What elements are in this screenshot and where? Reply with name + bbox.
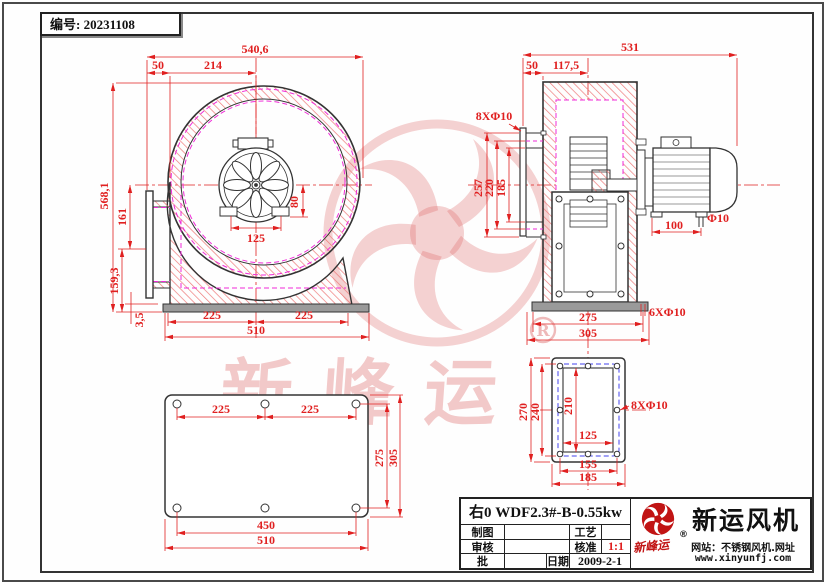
outlet-flange-plate <box>145 190 154 299</box>
registered-mark: ® <box>679 530 688 540</box>
dim-front-80: 80 <box>287 196 301 208</box>
approve2-label-cell: 批 <box>461 554 505 568</box>
dim-side-220: 220 <box>482 179 496 197</box>
dim-side-185: 185 <box>494 179 508 197</box>
dim-side-275: 275 <box>579 310 597 324</box>
dim-base-275: 275 <box>372 449 386 467</box>
website-line1: 网站：不锈钢风机.网址 <box>691 543 795 554</box>
dim-flange-185: 185 <box>579 470 597 484</box>
base-dim-lines <box>164 394 403 551</box>
model-designation: 右0 WDF2.3#-B-0.55kw <box>461 499 631 525</box>
dim-base-305: 305 <box>386 449 400 467</box>
dim-flange-125: 125 <box>579 428 597 442</box>
front-base-plate <box>162 303 370 313</box>
website-line2: www.xinyunfj.com <box>694 553 792 564</box>
drafted-value-cell <box>505 525 570 540</box>
dim-flange-240: 240 <box>528 403 542 421</box>
company-logo-area: ® 新峰运 新运风机 网站：不锈钢风机.网址 www.xinyunfj.com <box>631 499 810 568</box>
dim-front-base-thickness: 3,5 <box>132 313 146 328</box>
scale-value-cell: 1:1 <box>602 540 631 554</box>
dim-front-214: 214 <box>204 58 222 72</box>
process-value-cell <box>602 525 631 540</box>
flange-dim-lines <box>528 357 630 487</box>
date-value-cell: 2009-2-1 <box>570 554 631 568</box>
approved-label-cell: 核准 <box>570 540 602 554</box>
front-view: 540,6 50 214 568,1 161 159,3 3,5 80 125 … <box>97 42 370 341</box>
sheet-inner-border <box>40 12 814 573</box>
motor <box>635 136 738 227</box>
side-pedestal <box>551 191 629 303</box>
dim-front-159-3: 159,3 <box>107 268 121 295</box>
dim-side-257: 257 <box>471 179 485 197</box>
dim-motor-100: 100 <box>665 218 683 232</box>
checked-label-cell: 审核 <box>461 540 505 554</box>
dim-front-225-left: 225 <box>203 308 221 322</box>
fan-logo-icon <box>641 502 675 536</box>
dim-side-total-width: 531 <box>621 40 639 54</box>
side-view: 531 50 117,5 8XΦ10 257 220 185 100 Φ10 6… <box>471 40 738 345</box>
dim-front-total-height: 568,1 <box>97 183 111 210</box>
dim-base-510: 510 <box>257 533 275 547</box>
process-label-cell: 工艺 <box>570 525 602 540</box>
drafted-label-cell: 制图 <box>461 525 505 540</box>
title-block: 右0 WDF2.3#-B-0.55kw 制图 工艺 审核 核准 1:1 批 日期… <box>459 497 812 570</box>
dim-base-225-left: 225 <box>212 402 230 416</box>
base-plate-view: 225 225 275 305 450 510 <box>164 394 403 551</box>
dim-front-161: 161 <box>115 208 129 226</box>
dim-base-225-right: 225 <box>301 402 319 416</box>
front-dim-lines <box>110 54 370 341</box>
dim-side-117-5: 117,5 <box>553 58 579 72</box>
checked-value-cell <box>505 540 570 554</box>
dim-front-125: 125 <box>247 231 265 245</box>
side-dim-lines <box>484 52 738 345</box>
dim-base-450: 450 <box>257 518 275 532</box>
dim-front-outlet-depth: 50 <box>152 58 164 72</box>
impeller-front <box>218 137 294 223</box>
dim-front-510: 510 <box>247 323 265 337</box>
dim-front-225-right: 225 <box>295 308 313 322</box>
dim-motor-phi10: Φ10 <box>707 211 729 225</box>
dim-side-305: 305 <box>579 326 597 340</box>
doc-number-box: 编号: 20231108 <box>40 12 181 36</box>
company-name: 新运风机 <box>691 506 800 535</box>
dim-front-total-width: 540,6 <box>242 42 269 56</box>
dim-flange-270: 270 <box>516 403 530 421</box>
approve2-value-cell <box>505 554 547 568</box>
date-label-cell: 日期 <box>547 554 570 568</box>
outlet-flange-view: 270 240 210 125 8XΦ10 155 185 <box>516 357 668 487</box>
dim-side-inlet-holes: 8XΦ10 <box>476 109 513 123</box>
side-base-plate <box>531 301 649 312</box>
dim-side-base-holes: 6XΦ10 <box>649 305 686 319</box>
doc-number-text: 编号: 20231108 <box>50 17 135 32</box>
dim-flange-155: 155 <box>579 457 597 471</box>
dim-flange-210: 210 <box>561 397 575 415</box>
dim-flange-holes: 8XΦ10 <box>631 398 668 412</box>
dim-side-50: 50 <box>526 58 538 72</box>
side-inlet <box>519 127 547 240</box>
